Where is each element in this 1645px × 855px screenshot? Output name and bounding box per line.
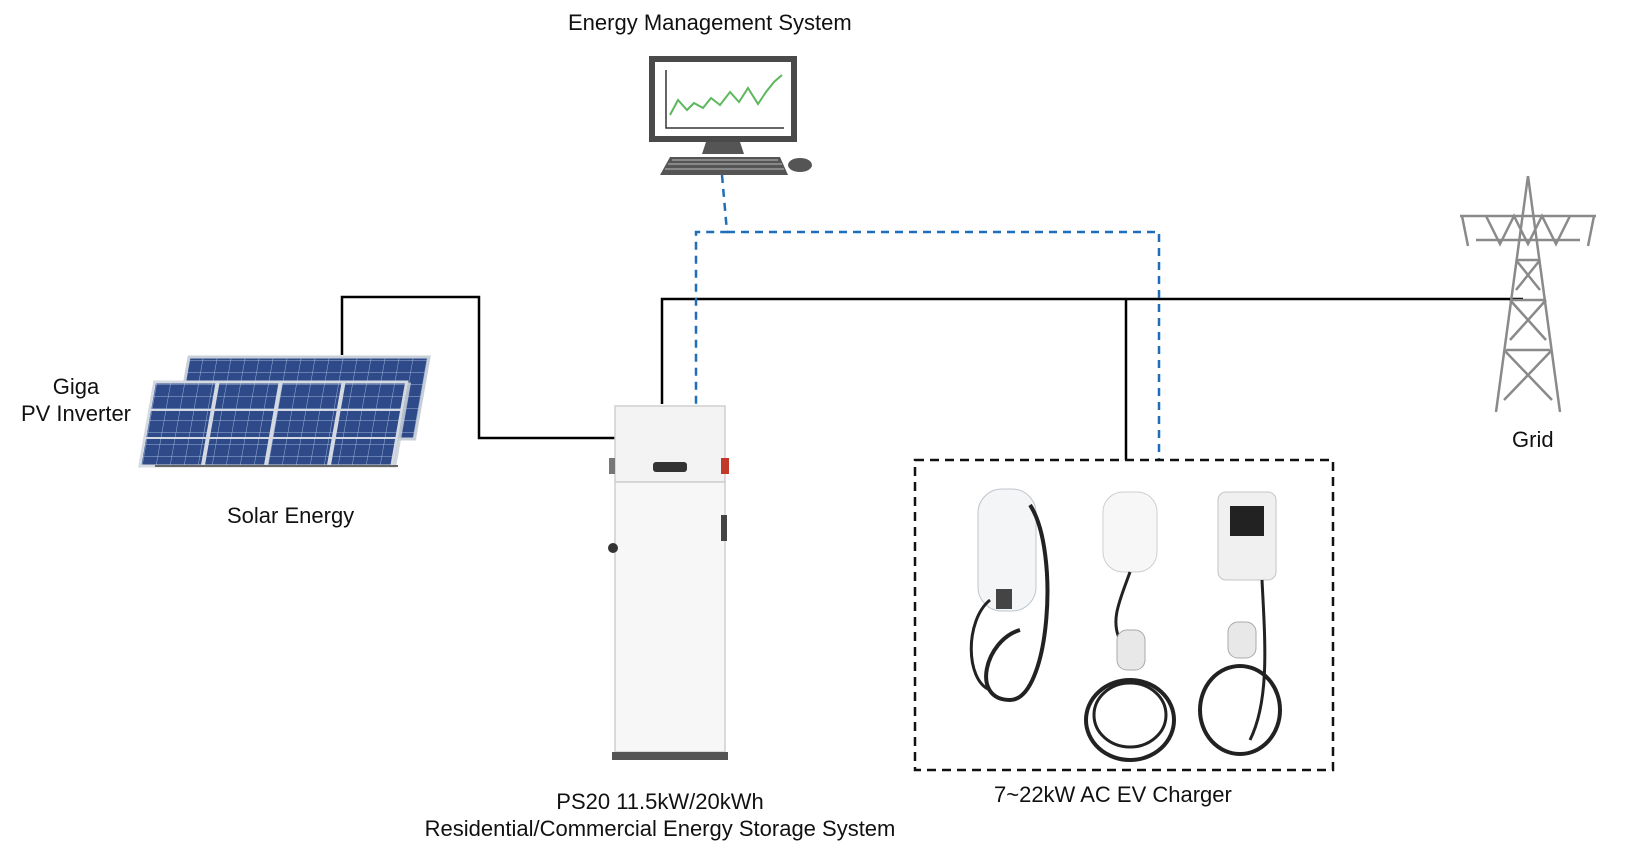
solar-label: Solar Energy <box>227 503 355 528</box>
ems-label: Energy Management System <box>568 10 852 35</box>
storage-to-grid-bus <box>660 297 1523 404</box>
ev-charger-icon <box>969 488 1282 762</box>
solar-panel-icon <box>138 355 431 468</box>
charger-label: 7~22kW AC EV Charger <box>994 782 1232 807</box>
grid-label: Grid <box>1512 427 1554 452</box>
storage-label-line1: PS20 11.5kW/20kWh <box>556 789 764 814</box>
ems-comm-line <box>694 174 729 404</box>
inverter-label-line2: PV Inverter <box>20 401 132 426</box>
power-lines <box>340 295 1523 460</box>
battery-storage-icon <box>608 405 729 760</box>
inverter-label: Giga PV Inverter <box>6 373 146 427</box>
ems-to-charger-comm-line <box>727 230 1161 460</box>
storage-label: PS20 11.5kW/20kWh Residential/Commercial… <box>370 788 950 842</box>
inverter-label-line1: Giga <box>52 374 100 399</box>
storage-label-line2: Residential/Commercial Energy Storage Sy… <box>424 816 896 841</box>
ev-charger-frame <box>913 458 1335 772</box>
transmission-tower-icon <box>1460 175 1596 413</box>
chart-line <box>669 74 783 116</box>
comm-lines <box>694 174 1161 460</box>
solar-to-storage-line <box>340 295 615 440</box>
monitor-icon <box>649 56 812 175</box>
